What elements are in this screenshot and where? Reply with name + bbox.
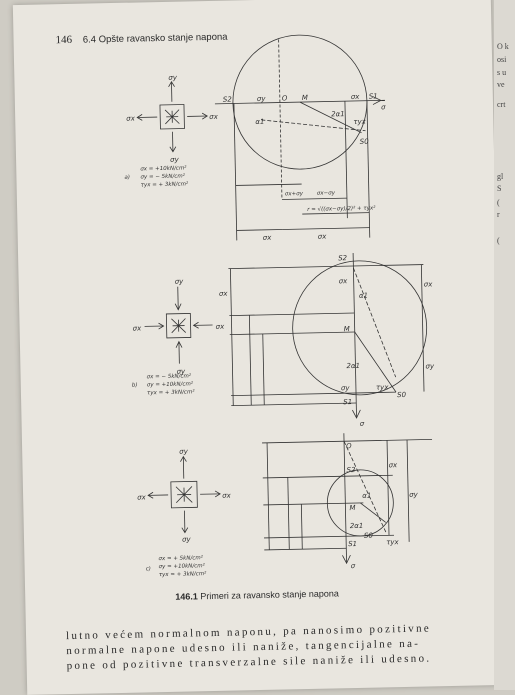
svg-text:σy: σy [182,535,192,543]
svg-text:S2: S2 [223,96,233,104]
svg-text:σx: σx [216,323,226,331]
svg-text:O: O [346,442,352,450]
svg-text:S1: S1 [348,540,357,548]
svg-text:σy: σy [179,447,189,455]
svg-text:b): b) [132,383,138,389]
svg-text:2α1: 2α1 [346,362,360,370]
figure-146-1: σy σx σx σy S2 σy O M σx S1 σ 2α1 α1 τyx… [13,0,503,605]
case-c-values: c) σx = + 5kN/cm² σy = +10kN/cm² τyx = +… [145,554,207,578]
svg-text:τyx: τyx [376,383,390,391]
svg-text:σy: σy [257,95,267,103]
svg-text:S1: S1 [343,398,352,406]
caption-text: Primeri za ravansko stanje napona [200,588,339,601]
svg-text:O: O [282,94,288,102]
svg-text:σy: σy [168,74,178,82]
svg-text:α1: α1 [359,292,368,300]
figure-caption: 146.1 Primeri za ravansko stanje napona [175,588,339,601]
side-fragment: ( [497,236,500,245]
element-sketch-b [144,286,214,364]
side-fragment: ( [497,198,500,207]
svg-text:σx: σx [424,280,434,288]
caption-number: 146.1 [175,591,198,601]
svg-text:σx = + 5kN/cm²: σx = + 5kN/cm² [158,554,203,562]
side-fragment: crt [497,100,505,109]
case-a-values: a) σx = +10kN/cm² σy = − 5kN/cm² τyx = +… [124,164,189,188]
svg-text:σx: σx [263,234,273,242]
svg-text:c): c) [146,566,151,572]
svg-text:σx: σx [339,277,349,285]
body-text: lutno većem normalnom naponu, pa nanosim… [66,620,507,674]
book-page: 146 6.4 Opšte ravansko stanje napona [13,0,505,695]
svg-text:σy: σy [409,491,419,499]
svg-text:σx: σx [222,492,232,500]
side-fragment: osi [497,55,506,64]
svg-text:σy = +10kN/cm²: σy = +10kN/cm² [147,380,194,388]
side-fragment: gl [497,172,503,181]
svg-text:σx: σx [137,493,147,501]
svg-text:M: M [349,504,355,512]
svg-text:σx: σx [318,233,328,241]
svg-text:σ: σ [351,562,356,570]
svg-text:σx: σx [209,113,219,121]
svg-text:S2: S2 [338,254,348,262]
svg-text:τyx = + 3kN/cm²: τyx = + 3kN/cm² [147,388,195,396]
svg-text:τyx = + 3kN/cm²: τyx = + 3kN/cm² [141,180,189,188]
svg-text:σx: σx [219,290,229,298]
svg-text:σ: σ [360,420,365,428]
svg-text:2α1: 2α1 [350,522,364,530]
side-fragment: ve [497,80,505,89]
svg-text:σy: σy [170,156,180,164]
svg-text:σx+σy: σx+σy [285,191,304,197]
svg-text:σy: σy [425,362,435,370]
svg-text:σx−σy: σx−σy [317,190,336,196]
svg-text:τyx: τyx [353,118,367,126]
svg-text:σ: σ [381,103,386,111]
svg-text:σx: σx [388,461,398,469]
svg-text:S2: S2 [347,466,357,474]
side-fragment: S [497,184,501,193]
svg-text:2α1: 2α1 [331,110,345,118]
side-fragment: s u [497,68,506,77]
svg-text:M: M [344,325,350,333]
svg-text:σy = +10kN/cm²: σy = +10kN/cm² [159,562,206,570]
svg-text:a): a) [124,175,130,181]
case-b-values: b) σx = − 5kN/cm² σy = +10kN/cm² τyx = +… [132,372,196,396]
svg-text:M: M [302,94,308,102]
element-sketch-c [147,456,221,533]
svg-text:τyx = + 3kN/cm²: τyx = + 3kN/cm² [159,570,207,578]
svg-text:τyx: τyx [386,538,400,546]
element-sketch-a [136,81,207,152]
svg-text:σy = − 5kN/cm²: σy = − 5kN/cm² [140,172,185,180]
svg-text:σy: σy [341,384,351,392]
svg-text:σx: σx [133,324,143,332]
svg-text:S0: S0 [397,391,407,399]
svg-text:α1: α1 [362,492,371,500]
side-fragment: r [497,210,500,219]
adjacent-page-edge: O k osi s u ve crt gl S ( r ( [494,0,515,690]
svg-text:S0: S0 [364,532,374,540]
svg-text:S1: S1 [369,92,378,100]
side-fragment: O k [497,42,509,51]
svg-text:α1: α1 [255,118,264,126]
radius-formula-a: r = √((σx−σy)/2)² + τyx² [307,205,376,213]
svg-text:σx: σx [126,115,136,123]
svg-text:σx: σx [351,93,361,101]
svg-text:σx = +10kN/cm²: σx = +10kN/cm² [140,164,187,172]
svg-text:S0: S0 [360,138,370,146]
svg-text:σy: σy [175,278,185,286]
svg-text:σx = − 5kN/cm²: σx = − 5kN/cm² [147,372,192,380]
